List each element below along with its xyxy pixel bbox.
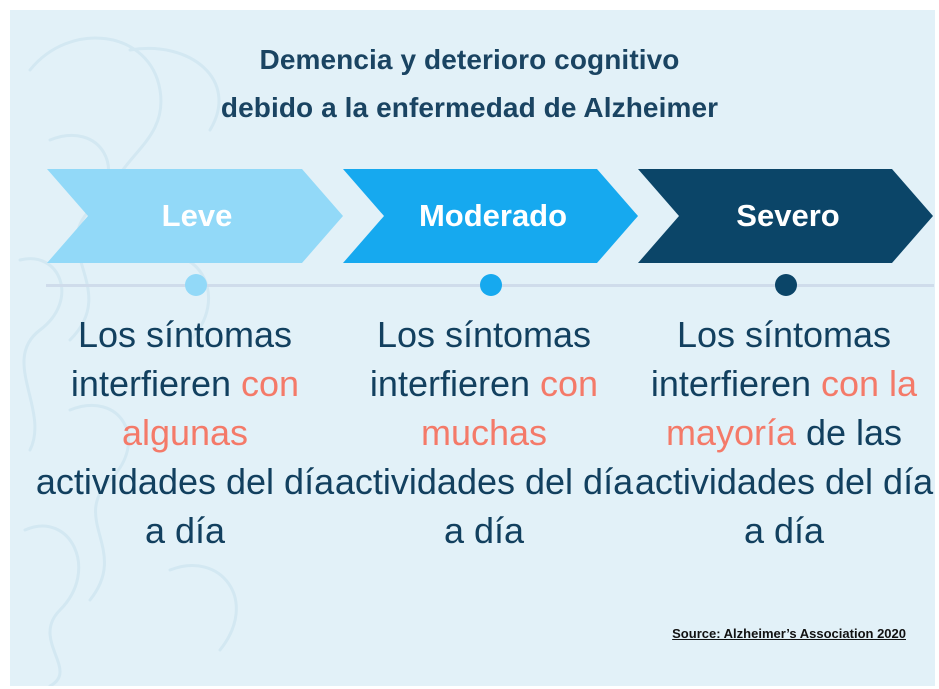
description-highlight: con muchas (420, 363, 599, 453)
description-text: actividades del día a día (35, 461, 335, 551)
page-title-line-2: debido a la enfermedad de Alzheimer (220, 92, 719, 123)
description-highlight: con la mayoría (665, 363, 918, 453)
description-text: Los síntomas interfieren (369, 314, 592, 404)
background-panel (10, 10, 935, 686)
timeline-dot-leve (185, 274, 207, 296)
stage-description-leve: Los síntomas interfieren con algunas act… (35, 310, 335, 555)
stage-label-leve: Leve (161, 198, 233, 233)
stage-label-severo: Severo (736, 198, 840, 233)
stage-label-moderado: Moderado (418, 198, 568, 233)
description-text: Los síntomas interfieren (650, 314, 892, 404)
description-text: actividades del día a día (334, 461, 634, 551)
timeline-dot-severo (775, 274, 797, 296)
description-highlight: con algunas (121, 363, 300, 453)
stage-arrow-moderado (343, 169, 638, 263)
page-title-line-1: Demencia y deterioro cognitivo (259, 44, 680, 75)
description-text: de las actividades del día a día (634, 412, 934, 551)
timeline-dot-moderado (480, 274, 502, 296)
stage-description-severo: Los síntomas interfieren con la mayoría … (634, 310, 934, 555)
stage-arrow-leve (47, 169, 343, 263)
stage-arrow-severo (638, 169, 933, 263)
stage-description-moderado: Los síntomas interfieren con muchas acti… (334, 310, 634, 555)
description-text: Los síntomas interfieren (70, 314, 293, 404)
source-link[interactable]: Source: Alzheimer’s Association 2020 (672, 626, 906, 641)
stage-arrows (47, 169, 933, 263)
